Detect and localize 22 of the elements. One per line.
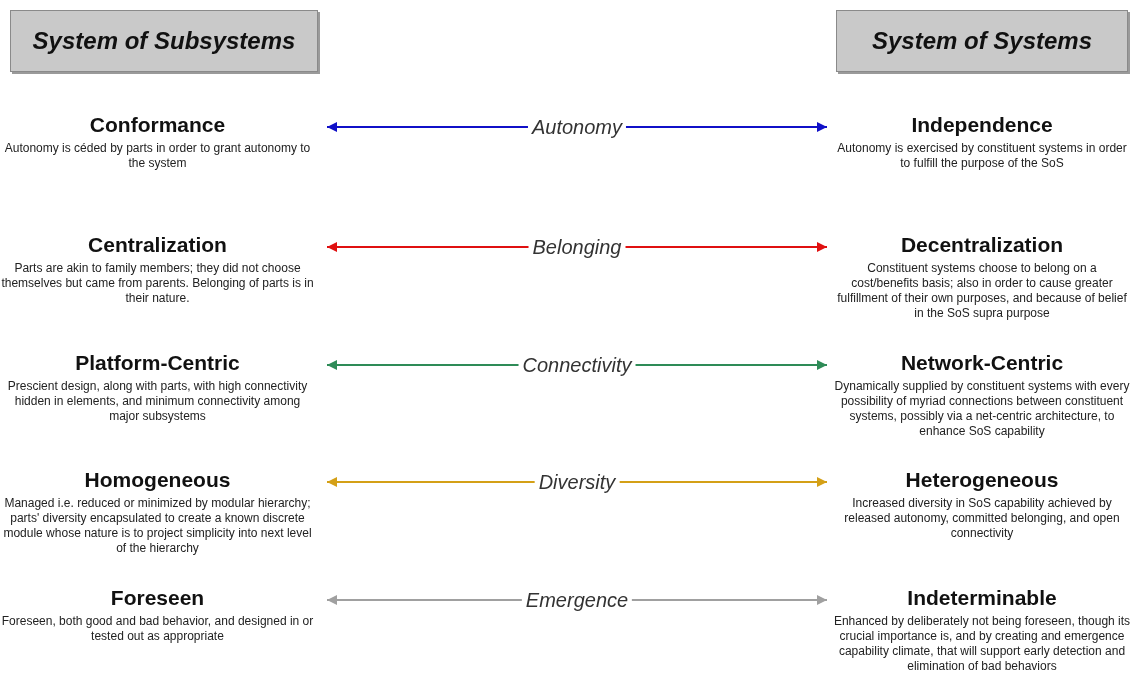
concept-heading: Foreseen bbox=[110, 585, 205, 611]
concept-heading: Heterogeneous bbox=[905, 467, 1059, 493]
column-header: System of Systems bbox=[836, 10, 1128, 72]
concept-description: Prescient design, along with parts, with high connectivity hidden in elements, and minimum connectivity among major subsystems bbox=[6, 379, 309, 424]
concept-heading: Conformance bbox=[89, 112, 226, 138]
concept-description: Parts are akin to family members; they did not choose themselves but came from parents. Belonging of parts is in their nature. bbox=[0, 261, 315, 306]
concept-description: Enhanced by deliberately not being foreseen, though its crucial importance is, and by creating and emergence capability climate, that will support early detection and elimination of bad behaviors bbox=[832, 614, 1132, 674]
concept-description: Foreseen, both good and bad behavior, and designed in or tested out as appropriate bbox=[0, 614, 315, 644]
concept-heading: Platform-Centric bbox=[75, 350, 240, 376]
concept-heading: Network-Centric bbox=[900, 350, 1064, 376]
concept-heading: Homogeneous bbox=[84, 467, 231, 493]
concept-heading: Decentralization bbox=[900, 232, 1064, 258]
concept-description: Autonomy is céded by parts in order to grant autonomy to the system bbox=[3, 141, 312, 171]
concept-heading: Indeterminable bbox=[907, 585, 1057, 611]
column-header: System of Subsystems bbox=[10, 10, 318, 72]
concept-description: Dynamically supplied by constituent systems with every possibility of myriad connections between constituent systems, possibly via a net-centric architecture, to enhance SoS capability bbox=[833, 379, 1131, 439]
concept-description: Increased diversity in SoS capability achieved by released autonomy, committed belonging, and open connectivity bbox=[843, 496, 1121, 541]
concept-description: Managed i.e. reduced or minimized by modular hierarchy; parts' diversity encapsulated to create a known discrete module whose nature is to project simplicity into next level of the hierarchy bbox=[2, 496, 313, 556]
concept-description: Constituent systems choose to belong on a cost/benefits basis; also in order to cause greater fulfillment of their own purposes, and because of belief in the SoS supra purpose bbox=[836, 261, 1128, 321]
concept-heading: Centralization bbox=[88, 232, 227, 258]
concept-heading: Independence bbox=[911, 112, 1053, 138]
concept-description: Autonomy is exercised by constituent systems in order to fulfill the purpose of the SoS bbox=[836, 141, 1128, 171]
